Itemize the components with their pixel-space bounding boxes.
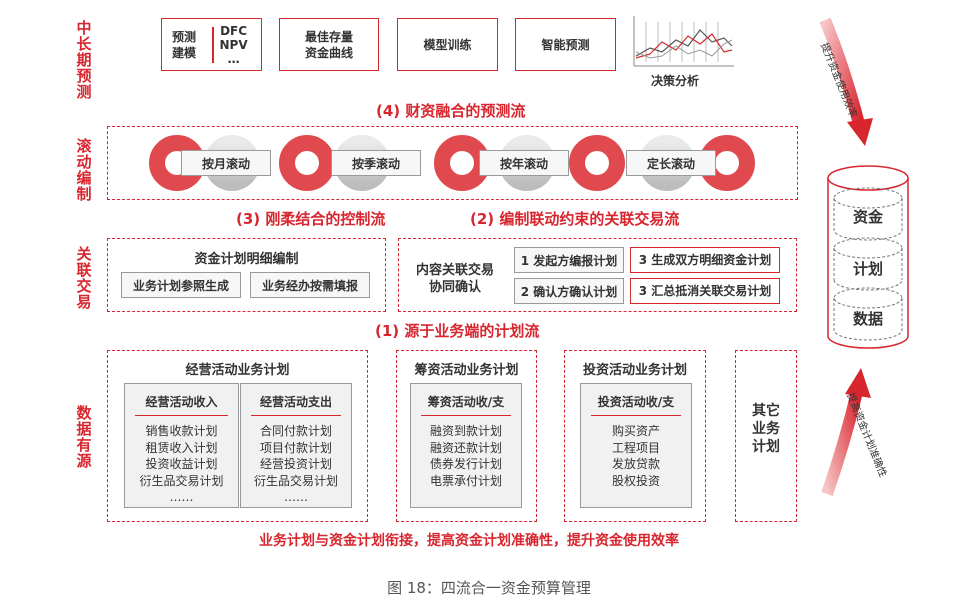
plan-reference-button: 业务计划参照生成 — [121, 272, 241, 298]
accuracy-arrow-icon — [821, 368, 871, 496]
database-cylinder-icon — [827, 165, 909, 349]
decision-chart-icon — [633, 16, 734, 67]
bottom-statement: 业务计划与资金计划衔接，提高资金计划准确性，提升资金使用效率 — [259, 533, 679, 549]
plan-fill-button: 业务经办按需填报 — [250, 272, 370, 298]
list-item: 衍生品交易计划 — [253, 473, 338, 488]
dfc-npv-label: DFC NPV … — [219, 23, 248, 66]
side-label-source: 数据有源 — [76, 404, 92, 470]
plan-detail-panel — [107, 238, 386, 312]
list-item: 投资收益计划 — [145, 457, 218, 471]
rolling-panel — [107, 126, 798, 200]
operating-income-header: 经营活动收入 — [135, 384, 228, 416]
modeling-box: 预测 建模 DFC NPV … — [161, 18, 262, 71]
efficiency-arrow-icon — [819, 17, 873, 146]
step-3b-box: 3 汇总抵消关联交易计划 — [630, 278, 780, 304]
list-item: 合同付款计划 — [259, 424, 332, 438]
divider — [212, 26, 214, 63]
list-item: 工程项目 — [611, 440, 660, 455]
financing-title: 筹资活动业务计划 — [414, 363, 519, 378]
rolling-yearly: 按年滚动 — [479, 150, 569, 176]
list-item: 融资还款计划 — [429, 440, 502, 455]
related-confirm-title: 内容关联交易 协同确认 — [415, 263, 494, 295]
cylinder-label-plan: 计划 — [852, 260, 883, 278]
list-item: 项目付款计划 — [259, 440, 332, 455]
list-item: 衍生品交易计划 — [139, 473, 224, 488]
side-label-long-term: 中长期预测 — [76, 19, 92, 101]
list-item: 购买资产 — [611, 424, 660, 438]
investing-title: 投资活动业务计划 — [582, 363, 687, 378]
cylinder-label-funds: 资金 — [852, 208, 883, 226]
other-plan-label: 其它 业务 计划 — [752, 403, 780, 455]
list-item: 债券发行计划 — [429, 457, 502, 471]
operating-expense-column: 经营活动支出 合同付款计划 项目付款计划 经营投资计划 衍生品交易计划 …… — [240, 383, 352, 508]
operating-title: 经营活动业务计划 — [185, 363, 290, 378]
list-item: 租赁收入计划 — [145, 440, 218, 455]
cylinder-label-data: 数据 — [852, 310, 883, 328]
list-item: 融资到款计划 — [429, 424, 502, 438]
operating-panel — [107, 350, 368, 522]
flow-4-title: (4) 财资融合的预测流 — [376, 102, 526, 120]
smart-forecast-box: 智能预测 — [515, 18, 616, 71]
figure-caption: 图 18：四流合一资金预算管理 — [387, 579, 591, 597]
financing-header: 筹资活动收/支 — [421, 384, 511, 416]
best-curve-box: 最佳存量 资金曲线 — [279, 18, 379, 71]
investing-column: 投资活动收/支 购买资产 工程项目 发放贷款 股权投资 — [580, 383, 692, 508]
modeling-label: 预测 建模 — [171, 29, 196, 60]
list-item: 经营投资计划 — [259, 457, 332, 471]
list-item: 电票承付计划 — [429, 473, 502, 488]
rolling-quarterly: 按季滚动 — [331, 150, 421, 176]
decision-label: 决策分析 — [651, 74, 700, 88]
financing-column: 筹资活动收/支 融资到款计划 融资还款计划 债券发行计划 电票承付计划 — [410, 383, 522, 508]
list-item: 发放贷款 — [611, 457, 660, 471]
side-label-related: 关联交易 — [76, 245, 92, 311]
investing-header: 投资活动收/支 — [591, 384, 681, 416]
side-label-rolling: 滚动编制 — [76, 137, 92, 203]
flow-2-title: (2) 编制联动约束的关联交易流 — [470, 210, 680, 228]
operating-income-column: 经营活动收入 销售收款计划 租赁收入计划 投资收益计划 衍生品交易计划 …… — [124, 383, 239, 508]
step-2-box: 2 确认方确认计划 — [514, 278, 624, 304]
model-training-box: 模型训练 — [397, 18, 498, 71]
other-panel — [735, 350, 797, 522]
step-1-box: 1 发起方编报计划 — [514, 247, 624, 273]
plan-detail-title: 资金计划明细编制 — [194, 252, 299, 267]
financing-panel — [396, 350, 537, 522]
flow-1-title: (1) 源于业务端的计划流 — [375, 322, 540, 340]
list-item: …… — [284, 490, 308, 504]
list-item: …… — [169, 490, 194, 504]
investing-panel — [564, 350, 706, 522]
list-item: 股权投资 — [611, 473, 660, 488]
operating-expense-header: 经营活动支出 — [251, 384, 341, 416]
flow-3-title: (3) 刚柔结合的控制流 — [236, 210, 386, 228]
rolling-fixed-length: 定长滚动 — [626, 150, 716, 176]
rolling-monthly: 按月滚动 — [181, 150, 271, 176]
step-3a-box: 3 生成双方明细资金计划 — [630, 247, 780, 273]
list-item: 销售收款计划 — [145, 424, 218, 438]
related-confirm-panel — [398, 238, 797, 312]
